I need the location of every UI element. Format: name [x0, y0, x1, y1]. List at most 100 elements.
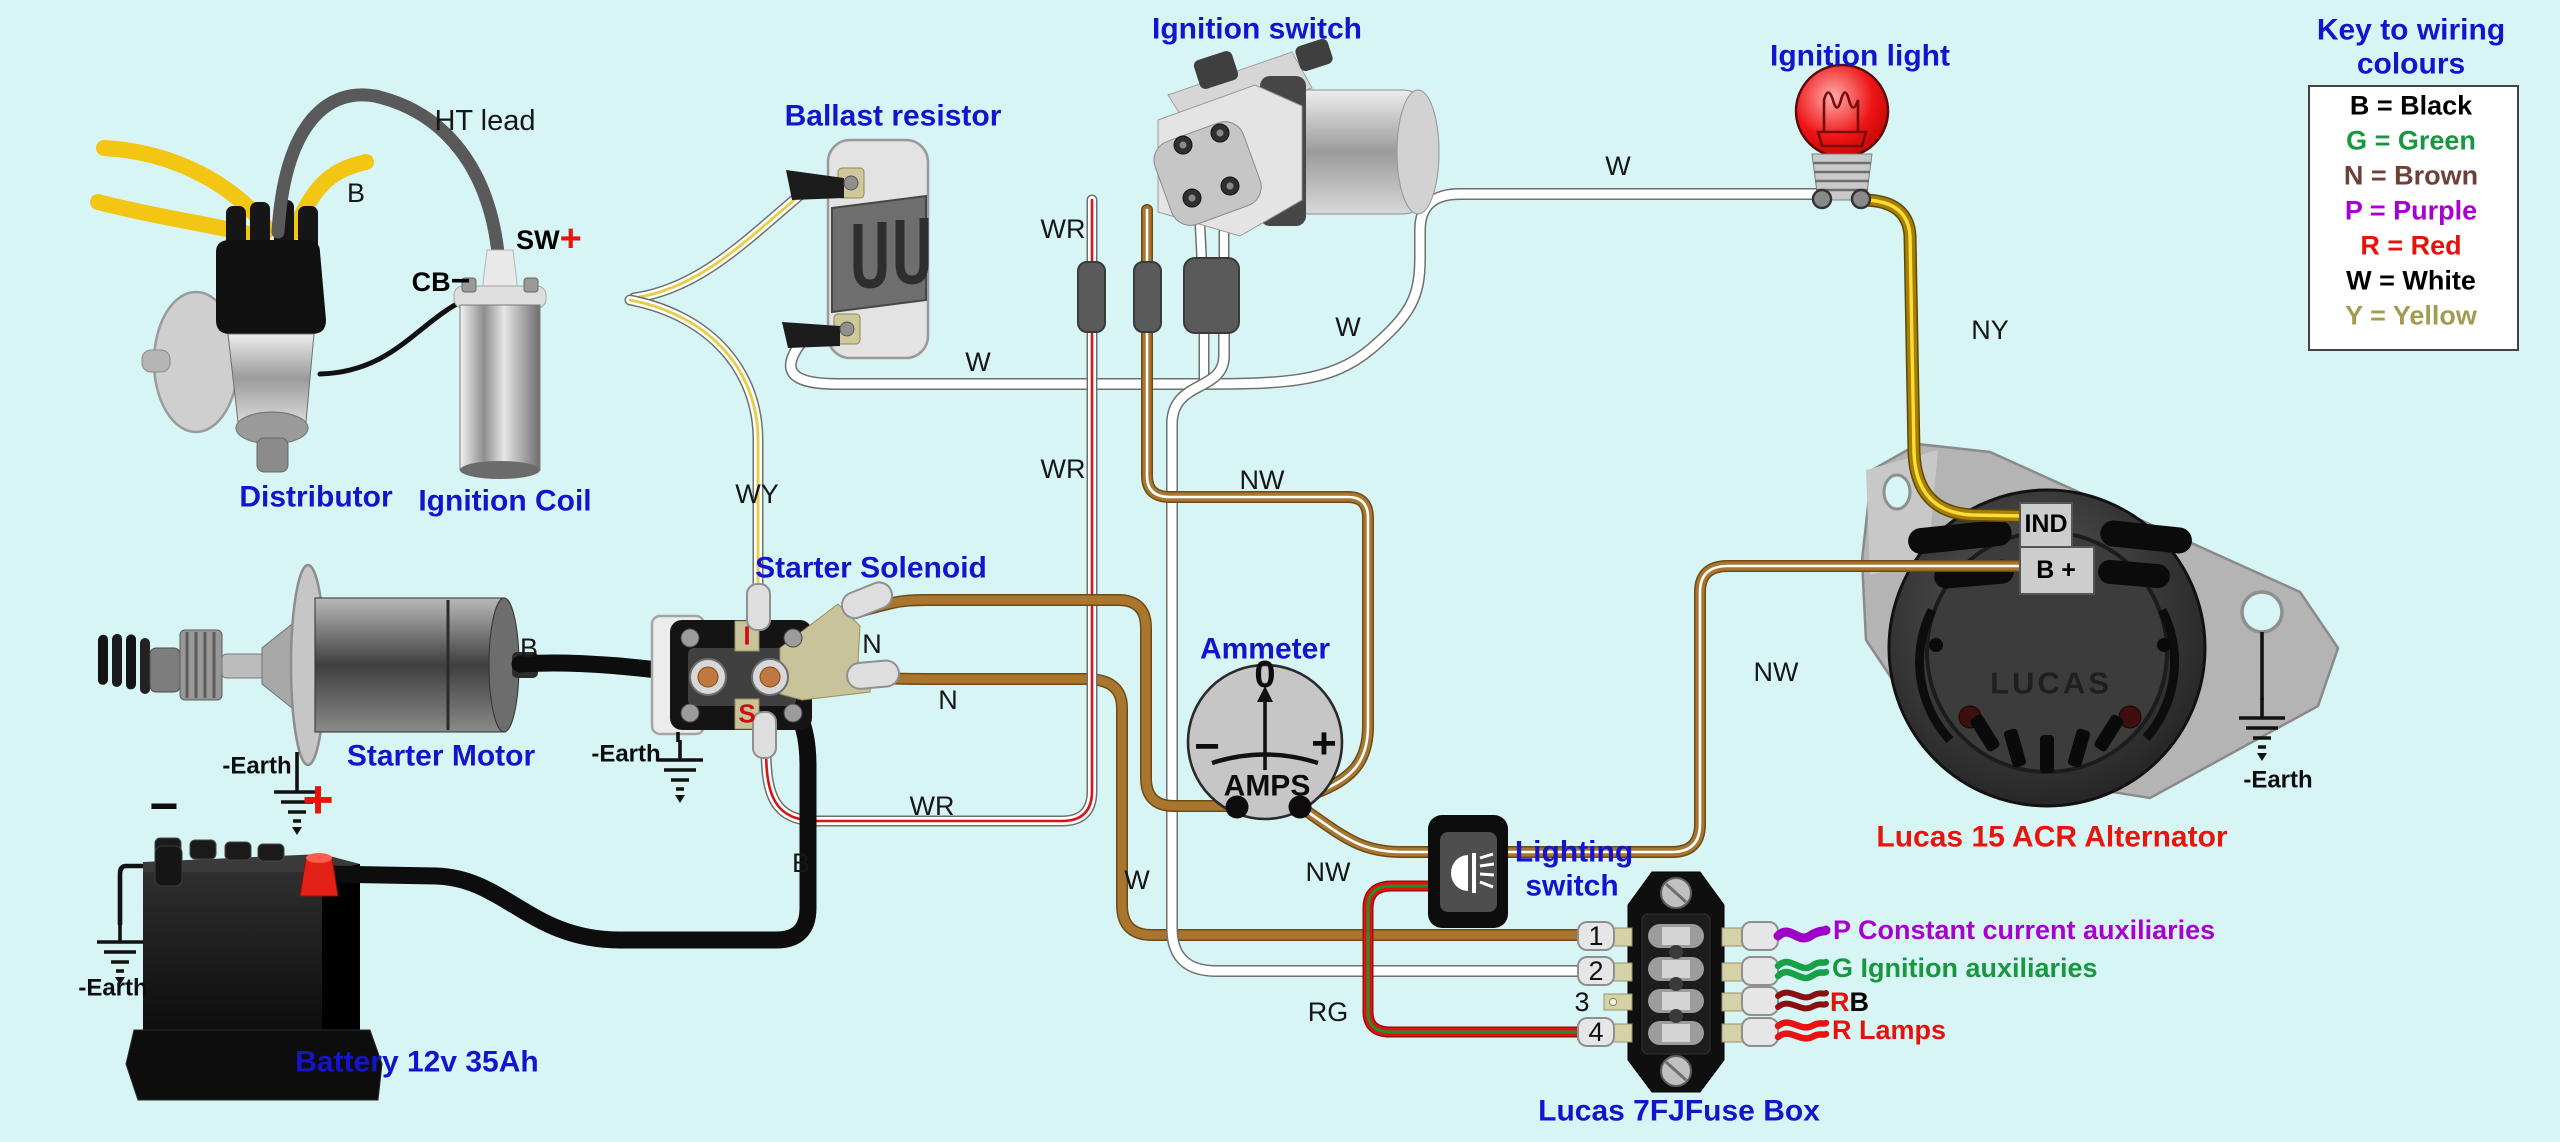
- earth-label-motor: -Earth: [222, 752, 292, 780]
- starter-solenoid: [650, 581, 900, 759]
- ny-wire: [1860, 198, 2026, 518]
- output-wire-purple: [1773, 925, 1831, 943]
- output-wire-darkred-1: [1775, 989, 1829, 1001]
- distributor: [90, 140, 374, 473]
- w-wire-fuse: [1167, 295, 1591, 976]
- ammeter: [1186, 663, 1344, 821]
- fuse-output-3-r: R: [1830, 986, 1850, 1017]
- label-lighting-switch-1: Lighting: [1514, 835, 1634, 869]
- fuse-output-1: P Constant current auxiliaries: [1833, 916, 2215, 944]
- bulb-filament: [1816, 91, 1868, 148]
- n-wire-ammeter: [853, 595, 1237, 811]
- earth-symbols: [95, 732, 705, 987]
- label-alternator: Lucas 15 ACR Alternator: [1876, 820, 2228, 854]
- ammeter-amps: AMPS: [1223, 769, 1311, 803]
- nw-wire-switch: [1145, 208, 1370, 799]
- wire-label-b-3: B: [346, 177, 366, 208]
- label-coil-sw: SW+: [516, 218, 582, 261]
- label-ignition-coil: Ignition Coil: [418, 484, 592, 518]
- wire-label-wy: WY: [735, 478, 779, 509]
- wire-label-w-1: W: [965, 346, 991, 377]
- wire-label-wr-2: WR: [1040, 453, 1086, 484]
- output-wire-green-1: [1774, 958, 1830, 972]
- alternator-bplus-label: B +: [2036, 555, 2076, 584]
- label-ignition-switch: Ignition switch: [1152, 12, 1362, 46]
- wire-label-w-4: W: [1124, 864, 1150, 895]
- wire-label-b-1: B: [519, 632, 539, 663]
- coil-sw-sign: +: [559, 218, 582, 261]
- coil-sw-text: SW: [516, 225, 560, 256]
- nw-wire-alternator: [1306, 564, 2028, 854]
- label-ht-lead: HT lead: [434, 104, 536, 137]
- solenoid-i-label: I: [743, 620, 751, 651]
- wires-layer-b: [1302, 193, 2032, 858]
- ballast-resistor: [782, 138, 930, 360]
- key-row-yellow: Y = Yellow: [2345, 300, 2477, 331]
- fuse-terminal-4: 4: [1588, 1016, 1604, 1047]
- label-starter-motor: Starter Motor: [346, 739, 536, 773]
- label-coil-cb: CB−: [412, 262, 471, 301]
- battery-positive-post: [299, 853, 339, 897]
- fuse-box: [1577, 871, 1831, 1093]
- fuse-terminal-3: 3: [1574, 986, 1590, 1017]
- w-wire-main: [786, 189, 1825, 389]
- label-starter-solenoid: Starter Solenoid: [755, 551, 987, 585]
- battery-earth-wire: [117, 863, 199, 927]
- wire-label-wr-3: WR: [909, 790, 955, 821]
- switch-terminals: [1173, 123, 1240, 208]
- wire-label-rg: RG: [1307, 996, 1349, 1027]
- fuse-terminal-2: 2: [1588, 955, 1604, 986]
- label-fuse-box: Lucas 7FJFuse Box: [1538, 1094, 1820, 1128]
- wire-label-ny: NY: [1971, 314, 2009, 345]
- label-lighting-switch-2: switch: [1525, 869, 1619, 903]
- ammeter-plus: +: [1311, 718, 1337, 768]
- wire-label-n-2: N: [938, 684, 958, 715]
- fuse-output-2: G Ignition auxiliaries: [1832, 954, 2098, 982]
- wire-label-wr-1: WR: [1040, 213, 1086, 244]
- key-panel: [2308, 85, 2519, 351]
- wires-layer: [117, 184, 1826, 1038]
- wire-label-b-2: B: [791, 847, 811, 878]
- wire-label-nw-2: NW: [1305, 856, 1351, 887]
- ht-lead-wire: [271, 88, 506, 271]
- label-ballast: Ballast resistor: [784, 99, 1002, 133]
- alternator-connector: [2019, 502, 2095, 595]
- label-ignition-light: Ignition light: [1770, 39, 1950, 73]
- ammeter-minus: −: [1194, 721, 1220, 771]
- ignition-light: [1794, 63, 1890, 210]
- ignition-switch: [1077, 38, 1440, 334]
- wy-wire-solenoid: [628, 298, 760, 648]
- fuse-output-4-text: R Lamps: [1832, 1014, 1947, 1045]
- earth-label-battery: -Earth: [78, 974, 148, 1002]
- label-battery: Battery 12v 35Ah: [295, 1045, 539, 1079]
- key-row-white: W = White: [2346, 265, 2476, 296]
- earth-label-alternator: -Earth: [2243, 766, 2313, 794]
- fuse-output-3: RB: [1830, 988, 1869, 1016]
- ammeter-zero: 0: [1254, 654, 1276, 697]
- ignition-coil: [453, 249, 547, 479]
- coil-cb-sign: −: [450, 262, 471, 301]
- fuse-output-3-b: B: [1849, 986, 1870, 1017]
- battery-minus-sign: −: [149, 777, 179, 834]
- key-row-green: G = Green: [2346, 125, 2476, 156]
- output-wire-green-2: [1774, 968, 1830, 982]
- key-row-red: R = Red: [2360, 230, 2462, 261]
- starter-motor: [98, 563, 538, 767]
- rg-wire: [1366, 884, 1586, 1034]
- key-row-black: B = Black: [2349, 90, 2473, 121]
- headlight-icon: [1451, 852, 1495, 893]
- output-wire-red-1: [1774, 1019, 1830, 1031]
- battery-plus-sign: +: [302, 769, 334, 830]
- wire-label-nw-1: NW: [1239, 464, 1285, 495]
- wire-label-n-1: N: [862, 628, 882, 659]
- key-row-brown: N = Brown: [2343, 160, 2479, 191]
- fuse-output-terminals: [1721, 921, 1779, 1047]
- key-title-2: colours: [2356, 47, 2466, 81]
- fuse-output-4: R Lamps: [1832, 1016, 1946, 1044]
- wire-label-nw-3: NW: [1753, 656, 1799, 687]
- n-wire-fuse: [863, 673, 1589, 940]
- earth-label-solenoid: -Earth: [591, 740, 661, 768]
- fuses: [1648, 924, 1704, 1045]
- wire-label-w-2: W: [1335, 311, 1361, 342]
